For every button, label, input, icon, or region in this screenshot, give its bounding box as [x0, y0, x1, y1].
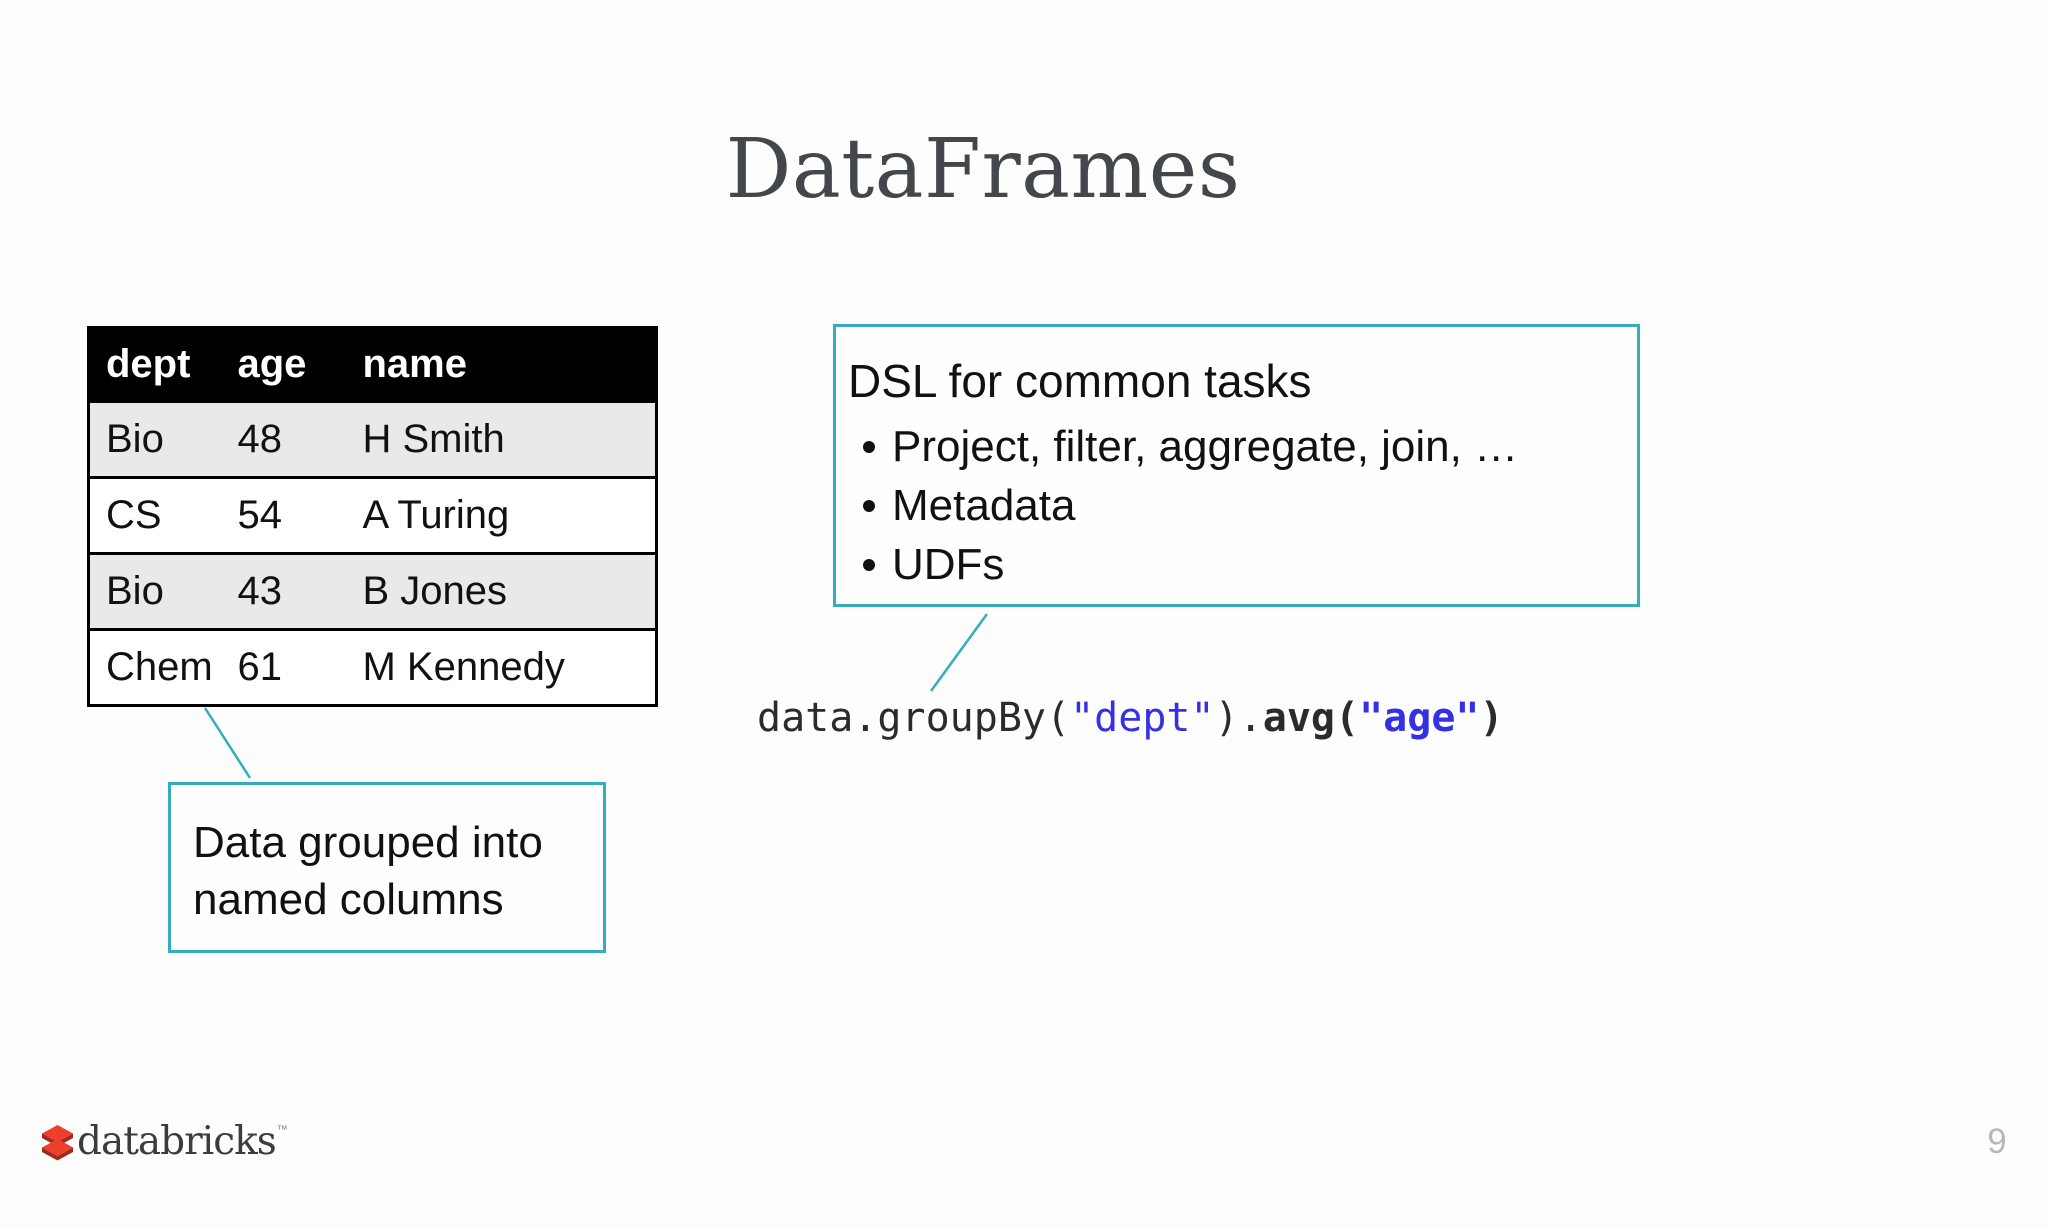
- table-cell: Bio: [106, 417, 164, 461]
- code-segment: "age": [1359, 695, 1480, 741]
- table-header-cell: age: [237, 342, 307, 386]
- bullet-text: Project, filter, aggregate, join, …: [892, 422, 1519, 471]
- table-cell: Bio: [106, 569, 164, 613]
- bullet-dot: [863, 499, 875, 512]
- dsl-bullet-item: Project, filter, aggregate, join, …: [848, 417, 1637, 476]
- callout-line: named columns: [193, 875, 504, 924]
- databricks-logo: databricks ™: [42, 1122, 288, 1161]
- table-header-cell: name: [362, 342, 468, 386]
- table-cell: A Turing: [362, 493, 510, 537]
- dsl-heading: DSL for common tasks: [848, 355, 1312, 407]
- callout-data-grouped: Data grouped into named columns: [168, 782, 606, 953]
- databricks-bricks-icon: [42, 1125, 73, 1161]
- table-cell: CS: [106, 493, 162, 537]
- callout-line: Data grouped into: [193, 818, 543, 867]
- table-cell: Chem: [106, 645, 213, 689]
- dsl-bullet-list: Project, filter, aggregate, join, … Metad…: [848, 417, 1637, 594]
- dsl-callout-box: DSL for common tasks Project, filter, ag…: [833, 324, 1640, 607]
- code-snippet: data.groupBy("dept").avg("age"): [757, 694, 1504, 742]
- code-segment: ).: [1214, 695, 1263, 741]
- table-cell: 54: [237, 493, 283, 537]
- dsl-bullet-item: Metadata: [848, 476, 1637, 535]
- table-row: CS 54 A Turing: [88, 477, 657, 554]
- table-cell: B Jones: [362, 569, 508, 613]
- table-row: Bio 43 B Jones: [88, 553, 657, 630]
- page-title: DataFrames: [725, 122, 1241, 217]
- table-header-row: dept age name: [88, 327, 657, 402]
- table-cell: 43: [237, 569, 283, 613]
- code-segment: avg(: [1262, 695, 1360, 741]
- bullet-text: UDFs: [892, 540, 1005, 589]
- connector-table-to-callout: [203, 707, 252, 779]
- databricks-wordmark: databricks: [77, 1119, 277, 1164]
- table-cell: 61: [237, 645, 283, 689]
- trademark-symbol: ™: [276, 1124, 288, 1136]
- bullet-text: Metadata: [892, 481, 1076, 530]
- table-cell: M Kennedy: [362, 645, 565, 689]
- table-cell: 48: [237, 417, 283, 461]
- table-row: Bio 48 H Smith: [88, 401, 657, 478]
- table-cell: H Smith: [362, 417, 505, 461]
- table-row: Chem 61 M Kennedy: [88, 629, 657, 706]
- code-segment: "dept": [1070, 695, 1215, 741]
- table-header-cell: dept: [106, 342, 191, 386]
- bullet-dot: [863, 440, 875, 453]
- code-segment: ): [1479, 695, 1504, 741]
- dsl-bullet-item: UDFs: [848, 535, 1637, 594]
- connector-dslbox-to-code: [929, 613, 989, 692]
- bullet-dot: [863, 558, 875, 571]
- page-number: 9: [1987, 1122, 2007, 1161]
- code-segment: data.groupBy(: [757, 695, 1071, 741]
